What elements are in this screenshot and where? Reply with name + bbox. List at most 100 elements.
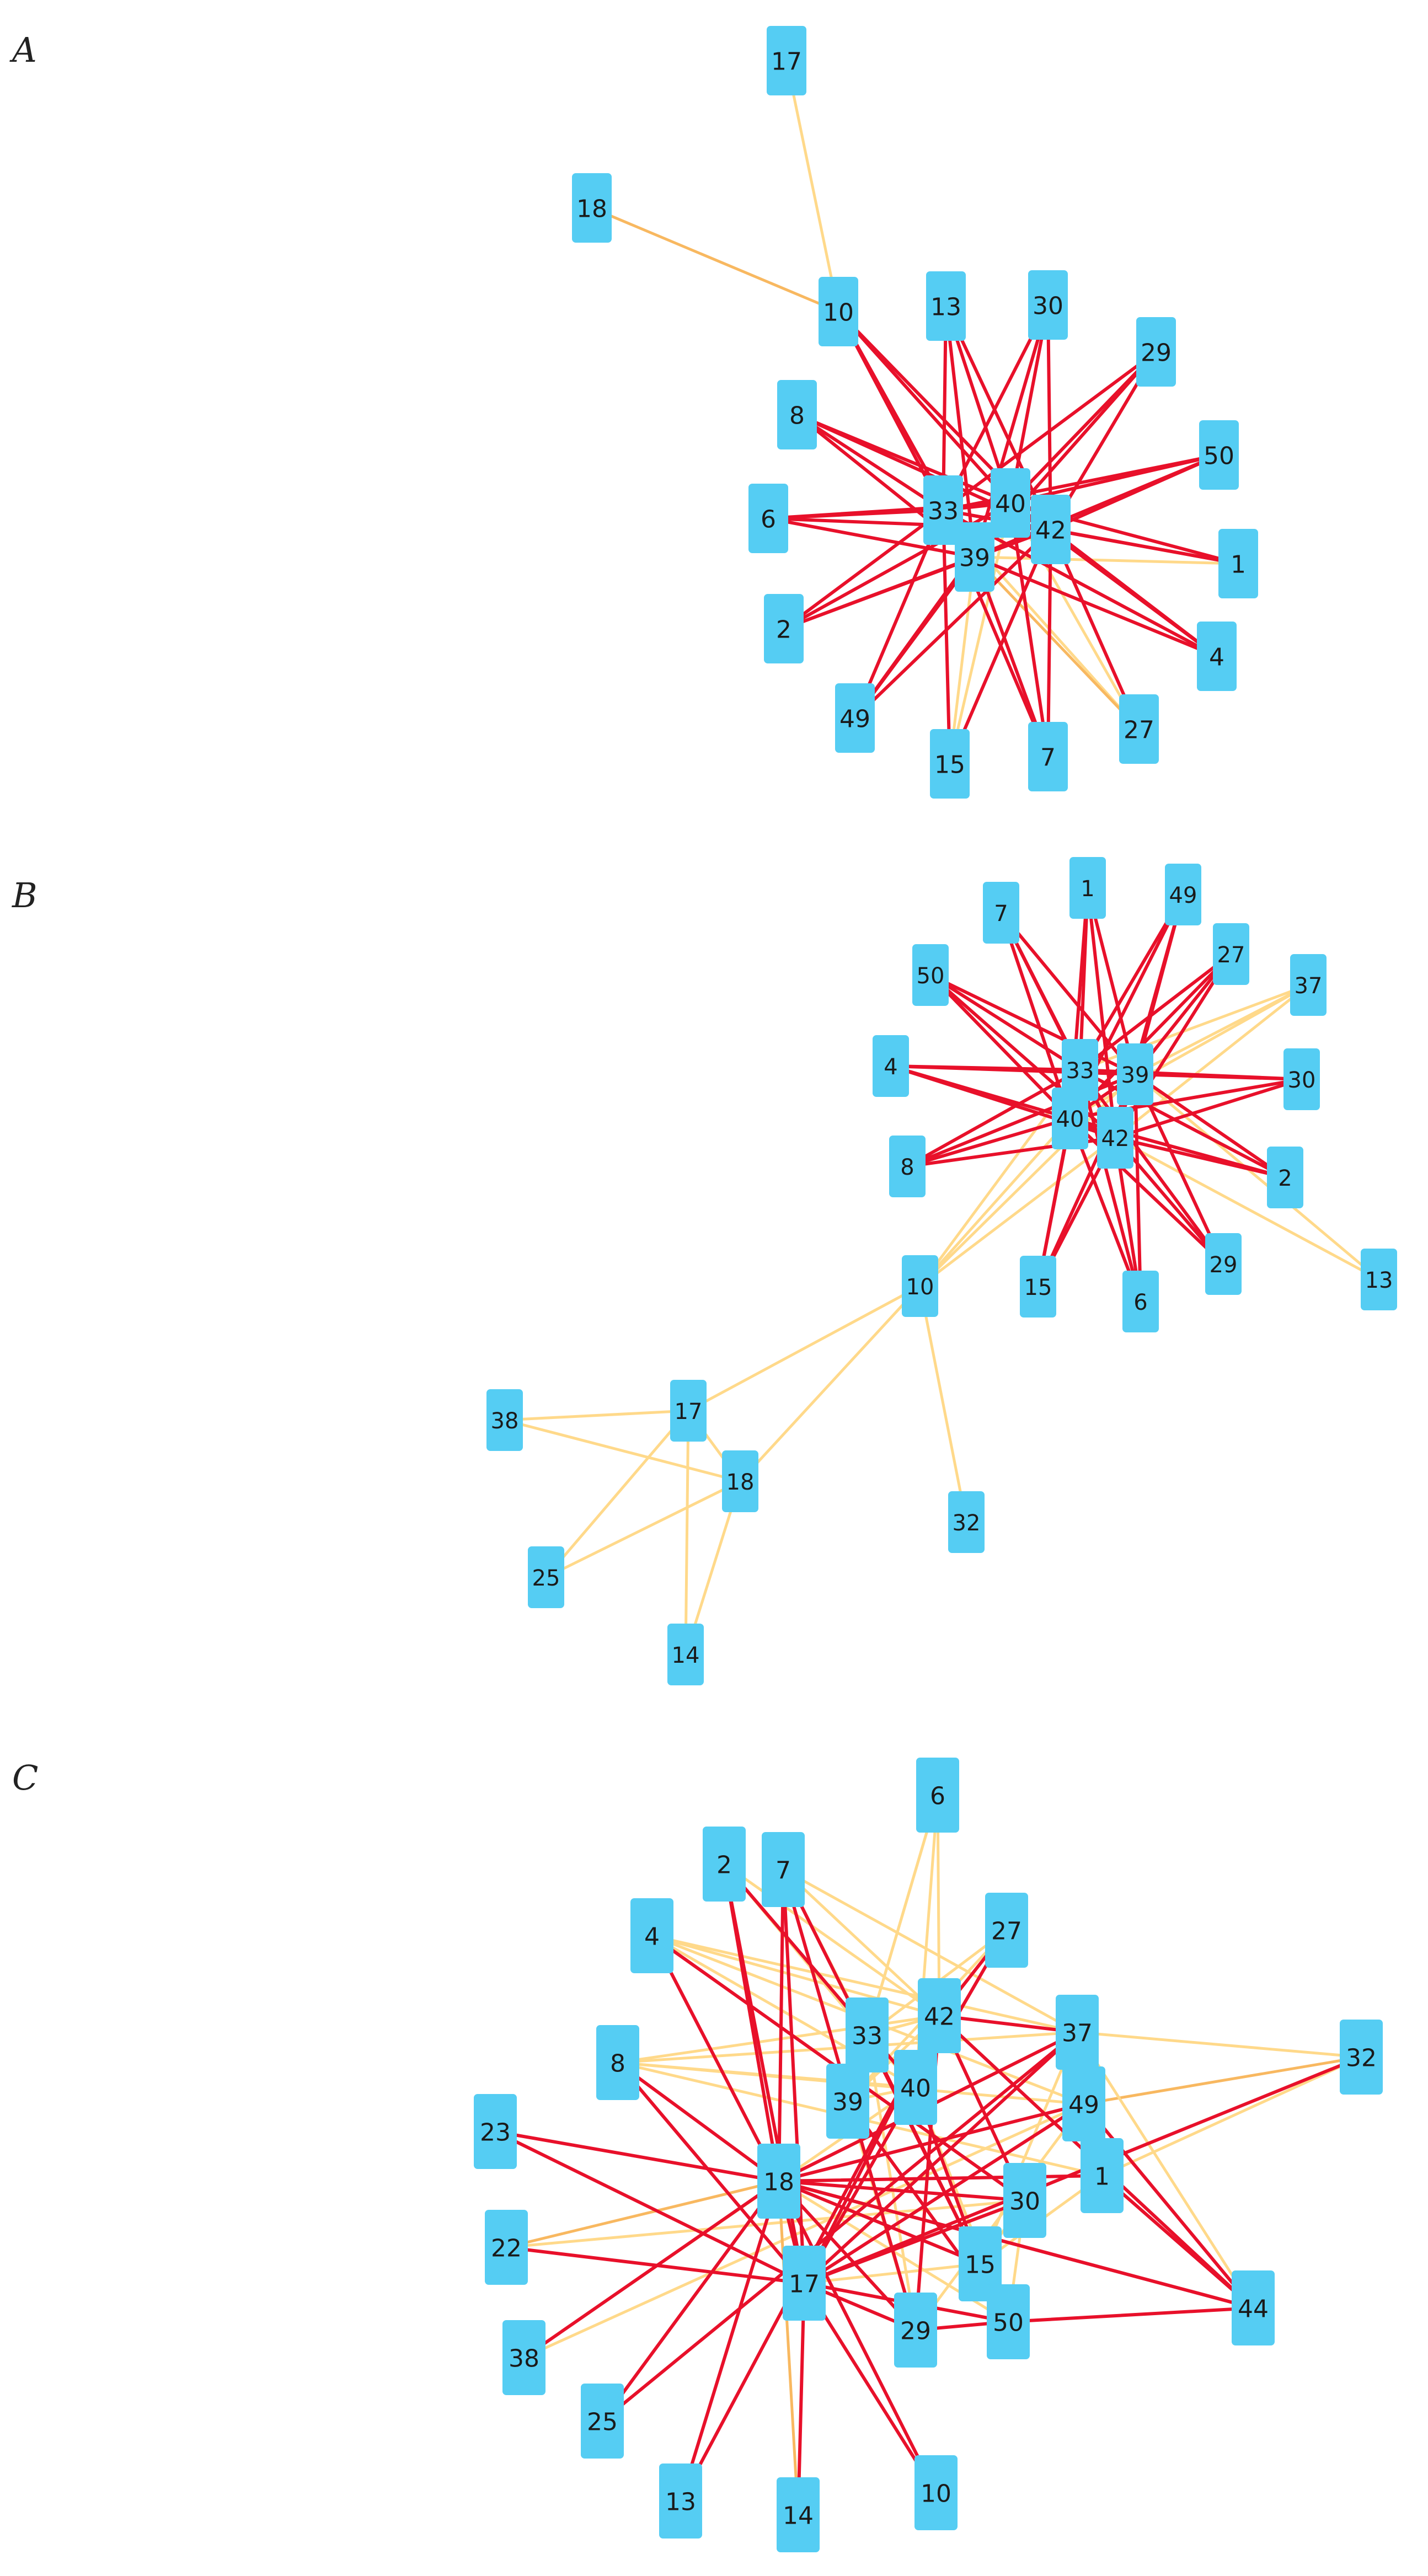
- panel-c-node-label-37: 37: [1062, 2020, 1093, 2048]
- panel-c-node-label-18: 18: [763, 2168, 794, 2197]
- panel-b-edge-8-33: [906, 1068, 1082, 1168]
- panel-c-edge-32-49: [1082, 2055, 1363, 2106]
- panel-c-node-box-29: [894, 2293, 937, 2368]
- panel-b-node-box-30: [1283, 1048, 1320, 1110]
- panel-b-node-14: 14: [667, 1624, 704, 1685]
- panel-a-edge-18-10: [590, 206, 840, 313]
- panel-c-edge-4-42: [650, 1934, 941, 2017]
- panel-a-edge-4-39: [973, 555, 1218, 658]
- panel-c-node-18: 18: [757, 2144, 800, 2219]
- panel-c-node-box-13: [659, 2463, 702, 2538]
- panel-c-edge-18-15: [777, 2179, 982, 2266]
- panel-b-node-label-8: 8: [900, 1155, 914, 1180]
- panel-a-node-30: 30: [1028, 270, 1068, 340]
- panel-a-node-box-49: [835, 683, 875, 753]
- panel-b-node-42: 42: [1097, 1107, 1133, 1169]
- panel-c-edge-32-1: [1100, 2055, 1363, 2177]
- panel-c-node-30: 30: [1003, 2163, 1046, 2238]
- panel-b-node-17: 17: [670, 1380, 707, 1442]
- panel-a-node-1: 1: [1218, 529, 1258, 598]
- panel-a-edges: [590, 59, 1240, 765]
- panel-b-node-label-7: 7: [994, 901, 1008, 926]
- panel-b-edge-2-42: [1114, 1136, 1287, 1179]
- panel-a-letter: A: [9, 30, 37, 70]
- panel-a-edge-7-42: [1046, 528, 1052, 758]
- panel-c-node-29: 29: [894, 2293, 937, 2368]
- panel-b-node-label-40: 40: [1056, 1107, 1084, 1132]
- panel-c-edge-23-18: [494, 2130, 780, 2183]
- panel-c-node-8: 8: [596, 2025, 639, 2100]
- panel-a-node-label-1: 1: [1231, 551, 1246, 579]
- panel-b-edge-17-14: [684, 1409, 690, 1656]
- panel-c-node-box-44: [1232, 2270, 1275, 2345]
- panel-b-node-box-15: [1020, 1256, 1056, 1318]
- panel-b-edge-18-25: [544, 1480, 742, 1579]
- panel-b-node-label-18: 18: [726, 1470, 755, 1495]
- panel-b-edge-50-40: [929, 973, 1072, 1120]
- panel-c-node-label-4: 4: [644, 1923, 660, 1951]
- panel-c-edge-44-50: [1007, 2306, 1255, 2323]
- panel-a-node-box-15: [930, 729, 970, 799]
- panel-a-node-box-1: [1218, 529, 1258, 598]
- panel-a-edge-17-10: [785, 59, 840, 313]
- panel-c-letter: C: [12, 1758, 38, 1798]
- panel-a-node-label-27: 27: [1124, 716, 1154, 745]
- panel-b-node-label-2: 2: [1278, 1166, 1292, 1191]
- panel-b-node-label-13: 13: [1365, 1268, 1393, 1293]
- panel-b-node-4: 4: [873, 1035, 909, 1097]
- panel-c-edge-33-15: [865, 2033, 982, 2266]
- panel-b-node-40: 40: [1052, 1088, 1088, 1149]
- panel-b-node-6: 6: [1122, 1271, 1159, 1332]
- panel-a-node-box-18: [572, 173, 612, 243]
- panel-c-node-label-49: 49: [1068, 2091, 1099, 2119]
- panel-b-edge-10-18: [739, 1284, 922, 1483]
- panel-a-node-27: 27: [1119, 694, 1159, 764]
- panel-b-edge-29-40: [1068, 1117, 1225, 1266]
- panel-c-node-23: 23: [474, 2094, 517, 2169]
- panel-a-node-box-13: [926, 271, 966, 341]
- panel-b-node-box-40: [1052, 1088, 1088, 1149]
- panel-c-edge-7-17: [782, 1868, 806, 2285]
- panel-b-node-label-25: 25: [532, 1566, 560, 1591]
- panel-c-edge-13-18: [679, 2179, 780, 2503]
- panel-c-node-box-42: [918, 1978, 961, 2053]
- panel-c-node-label-33: 33: [852, 2022, 883, 2050]
- panel-a-node-39: 39: [955, 522, 994, 592]
- panel-b-node-box-13: [1361, 1249, 1397, 1310]
- panel-c-node-box-17: [783, 2246, 826, 2321]
- panel-c-edge-17-15: [803, 2262, 982, 2285]
- panel-b-node-2: 2: [1267, 1147, 1303, 1208]
- panel-c-edge-8-17: [616, 2061, 806, 2285]
- panel-a-node-label-42: 42: [1035, 517, 1066, 545]
- panel-a-node-4: 4: [1197, 622, 1237, 691]
- panel-c-node-box-37: [1056, 1995, 1099, 2070]
- panel-b-edge-2-39: [1133, 1073, 1287, 1179]
- panel-c-edge-32-37: [1076, 2031, 1363, 2059]
- panel-b-edge-1-39: [1086, 886, 1137, 1076]
- panel-a-node-2: 2: [764, 594, 804, 663]
- panel-b-edge-13-42: [1114, 1136, 1381, 1281]
- panel-c-node-label-44: 44: [1238, 2295, 1269, 2323]
- panel-b-edge-7-40: [999, 911, 1072, 1120]
- panel-c-node-box-50: [987, 2284, 1030, 2359]
- panel-b-node-label-27: 27: [1217, 942, 1245, 968]
- panel-b-edge-8-40: [906, 1117, 1072, 1168]
- panel-b-node-box-32: [948, 1491, 985, 1553]
- panel-b-node-1: 1: [1069, 857, 1106, 919]
- panel-a-edge-15-33: [942, 508, 951, 765]
- panel-a-edge-49-42: [853, 528, 1052, 720]
- panel-a-edge-4-42: [1049, 528, 1218, 658]
- panel-a-node-box-17: [767, 26, 806, 95]
- panel-a-edge-29-40: [1009, 350, 1158, 505]
- panel-c-node-label-30: 30: [1009, 2188, 1040, 2216]
- panel-c-node-25: 25: [581, 2384, 624, 2459]
- panel-a-node-box-30: [1028, 270, 1068, 340]
- panel-c-edge-37-15: [978, 2031, 1079, 2266]
- panel-a-node-label-17: 17: [771, 48, 802, 76]
- panel-b-node-label-4: 4: [884, 1054, 897, 1080]
